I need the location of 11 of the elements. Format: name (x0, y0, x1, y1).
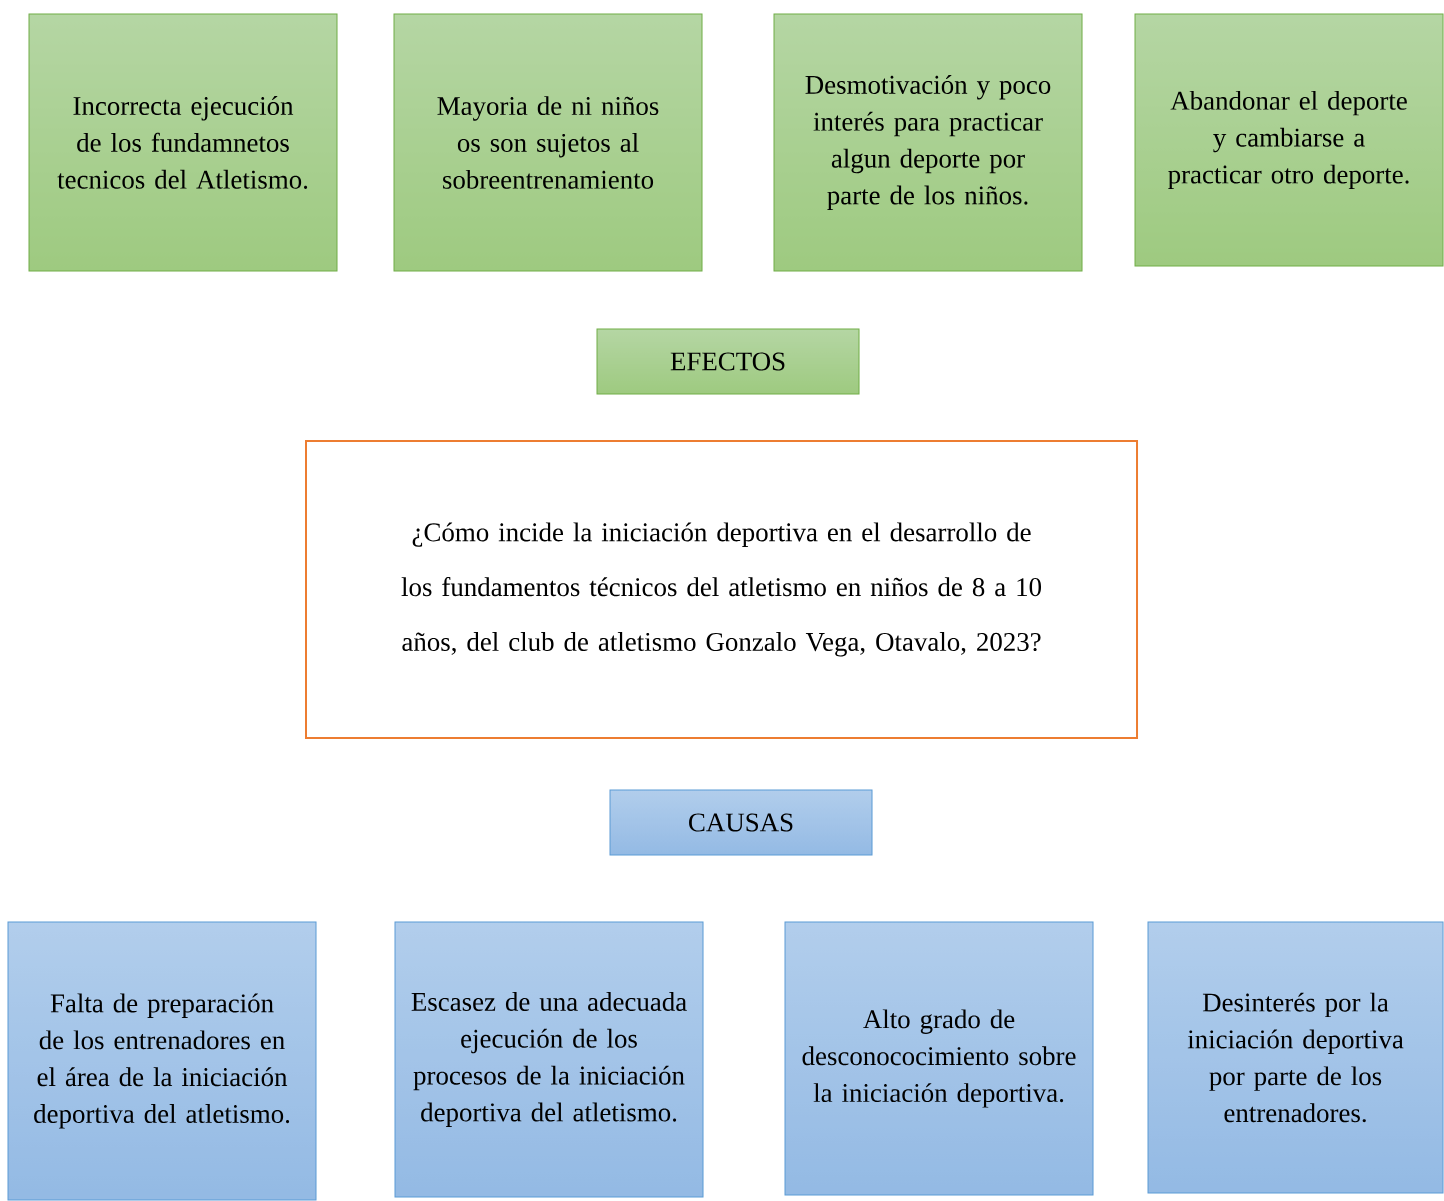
effect-box: Abandonar el deporte y cambiarse a practicar otro deporte. (1134, 13, 1444, 267)
heading-box: CAUSAS (609, 789, 873, 856)
question-box: ¿Cómo incide la iniciación deportiva en el desarrollo de los fundamentos técnicos del atletismo en niños de 8 a 10 años, del club de atletismo Gonzalo Vega, Otavalo, 2023? (305, 440, 1138, 739)
effect-box: Desmotivación y poco interés para practicar algun deporte por parte de los niños. (773, 13, 1083, 272)
cause-box: Alto grado de desconococimiento sobre la iniciación deportiva. (784, 921, 1094, 1196)
cause-box: Desinterés por la iniciación deportiva por parte de los entrenadores. (1147, 921, 1444, 1194)
cause-box: Escasez de una adecuada ejecución de los procesos de la iniciación deportiva del atletismo. (394, 921, 704, 1198)
effect-box: Incorrecta ejecución de los fundamnetos tecnicos del Atletismo. (28, 13, 338, 272)
cause-box: Falta de preparación de los entrenadores en el área de la iniciación deportiva del atletismo. (7, 921, 317, 1201)
heading-box: EFECTOS (596, 328, 860, 395)
effect-box: Mayoria de ni niños os son sujetos al sobreentrenamiento (393, 13, 703, 272)
